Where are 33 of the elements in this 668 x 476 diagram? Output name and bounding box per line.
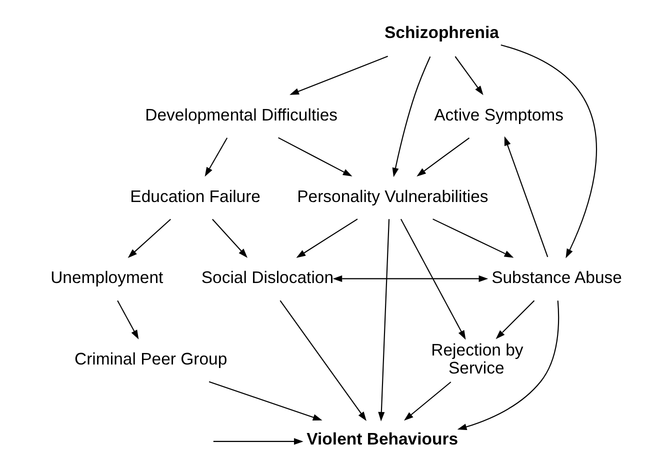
arrow (204, 138, 228, 177)
node-text: Substance Abuse (491, 268, 622, 288)
arrow (400, 218, 466, 340)
node-text: Violent Behaviours (306, 430, 458, 449)
arrow (416, 137, 470, 176)
arrow (495, 300, 534, 340)
arrow (116, 300, 138, 340)
node-text: Active Symptoms (434, 105, 564, 124)
node-text: Education Failure (130, 186, 260, 206)
arrow (456, 300, 559, 430)
arrow (212, 218, 247, 258)
node-text: Developmental Difficulties (144, 105, 338, 124)
node-text: Criminal Peer Group (74, 349, 227, 368)
arrow (279, 300, 366, 422)
arrow (289, 56, 388, 95)
arrow (432, 218, 514, 258)
node-text: Unemployment (50, 268, 163, 288)
arrow (392, 56, 430, 178)
arrow (404, 382, 451, 421)
node-text: Social Dislocation (200, 268, 334, 288)
arrow (127, 218, 170, 258)
node-text: Rejection by Service (430, 340, 523, 378)
arrow (504, 136, 548, 258)
arrow (332, 275, 488, 282)
arrow (454, 56, 483, 96)
arrow (296, 218, 358, 258)
arrow (278, 137, 352, 176)
arrow (208, 381, 322, 420)
node-text: Personality Vulnerabilities (296, 186, 488, 206)
node-text: Schizophrenia (384, 22, 498, 42)
arrow (500, 44, 596, 258)
arrow (212, 438, 303, 445)
arrow (378, 219, 390, 422)
